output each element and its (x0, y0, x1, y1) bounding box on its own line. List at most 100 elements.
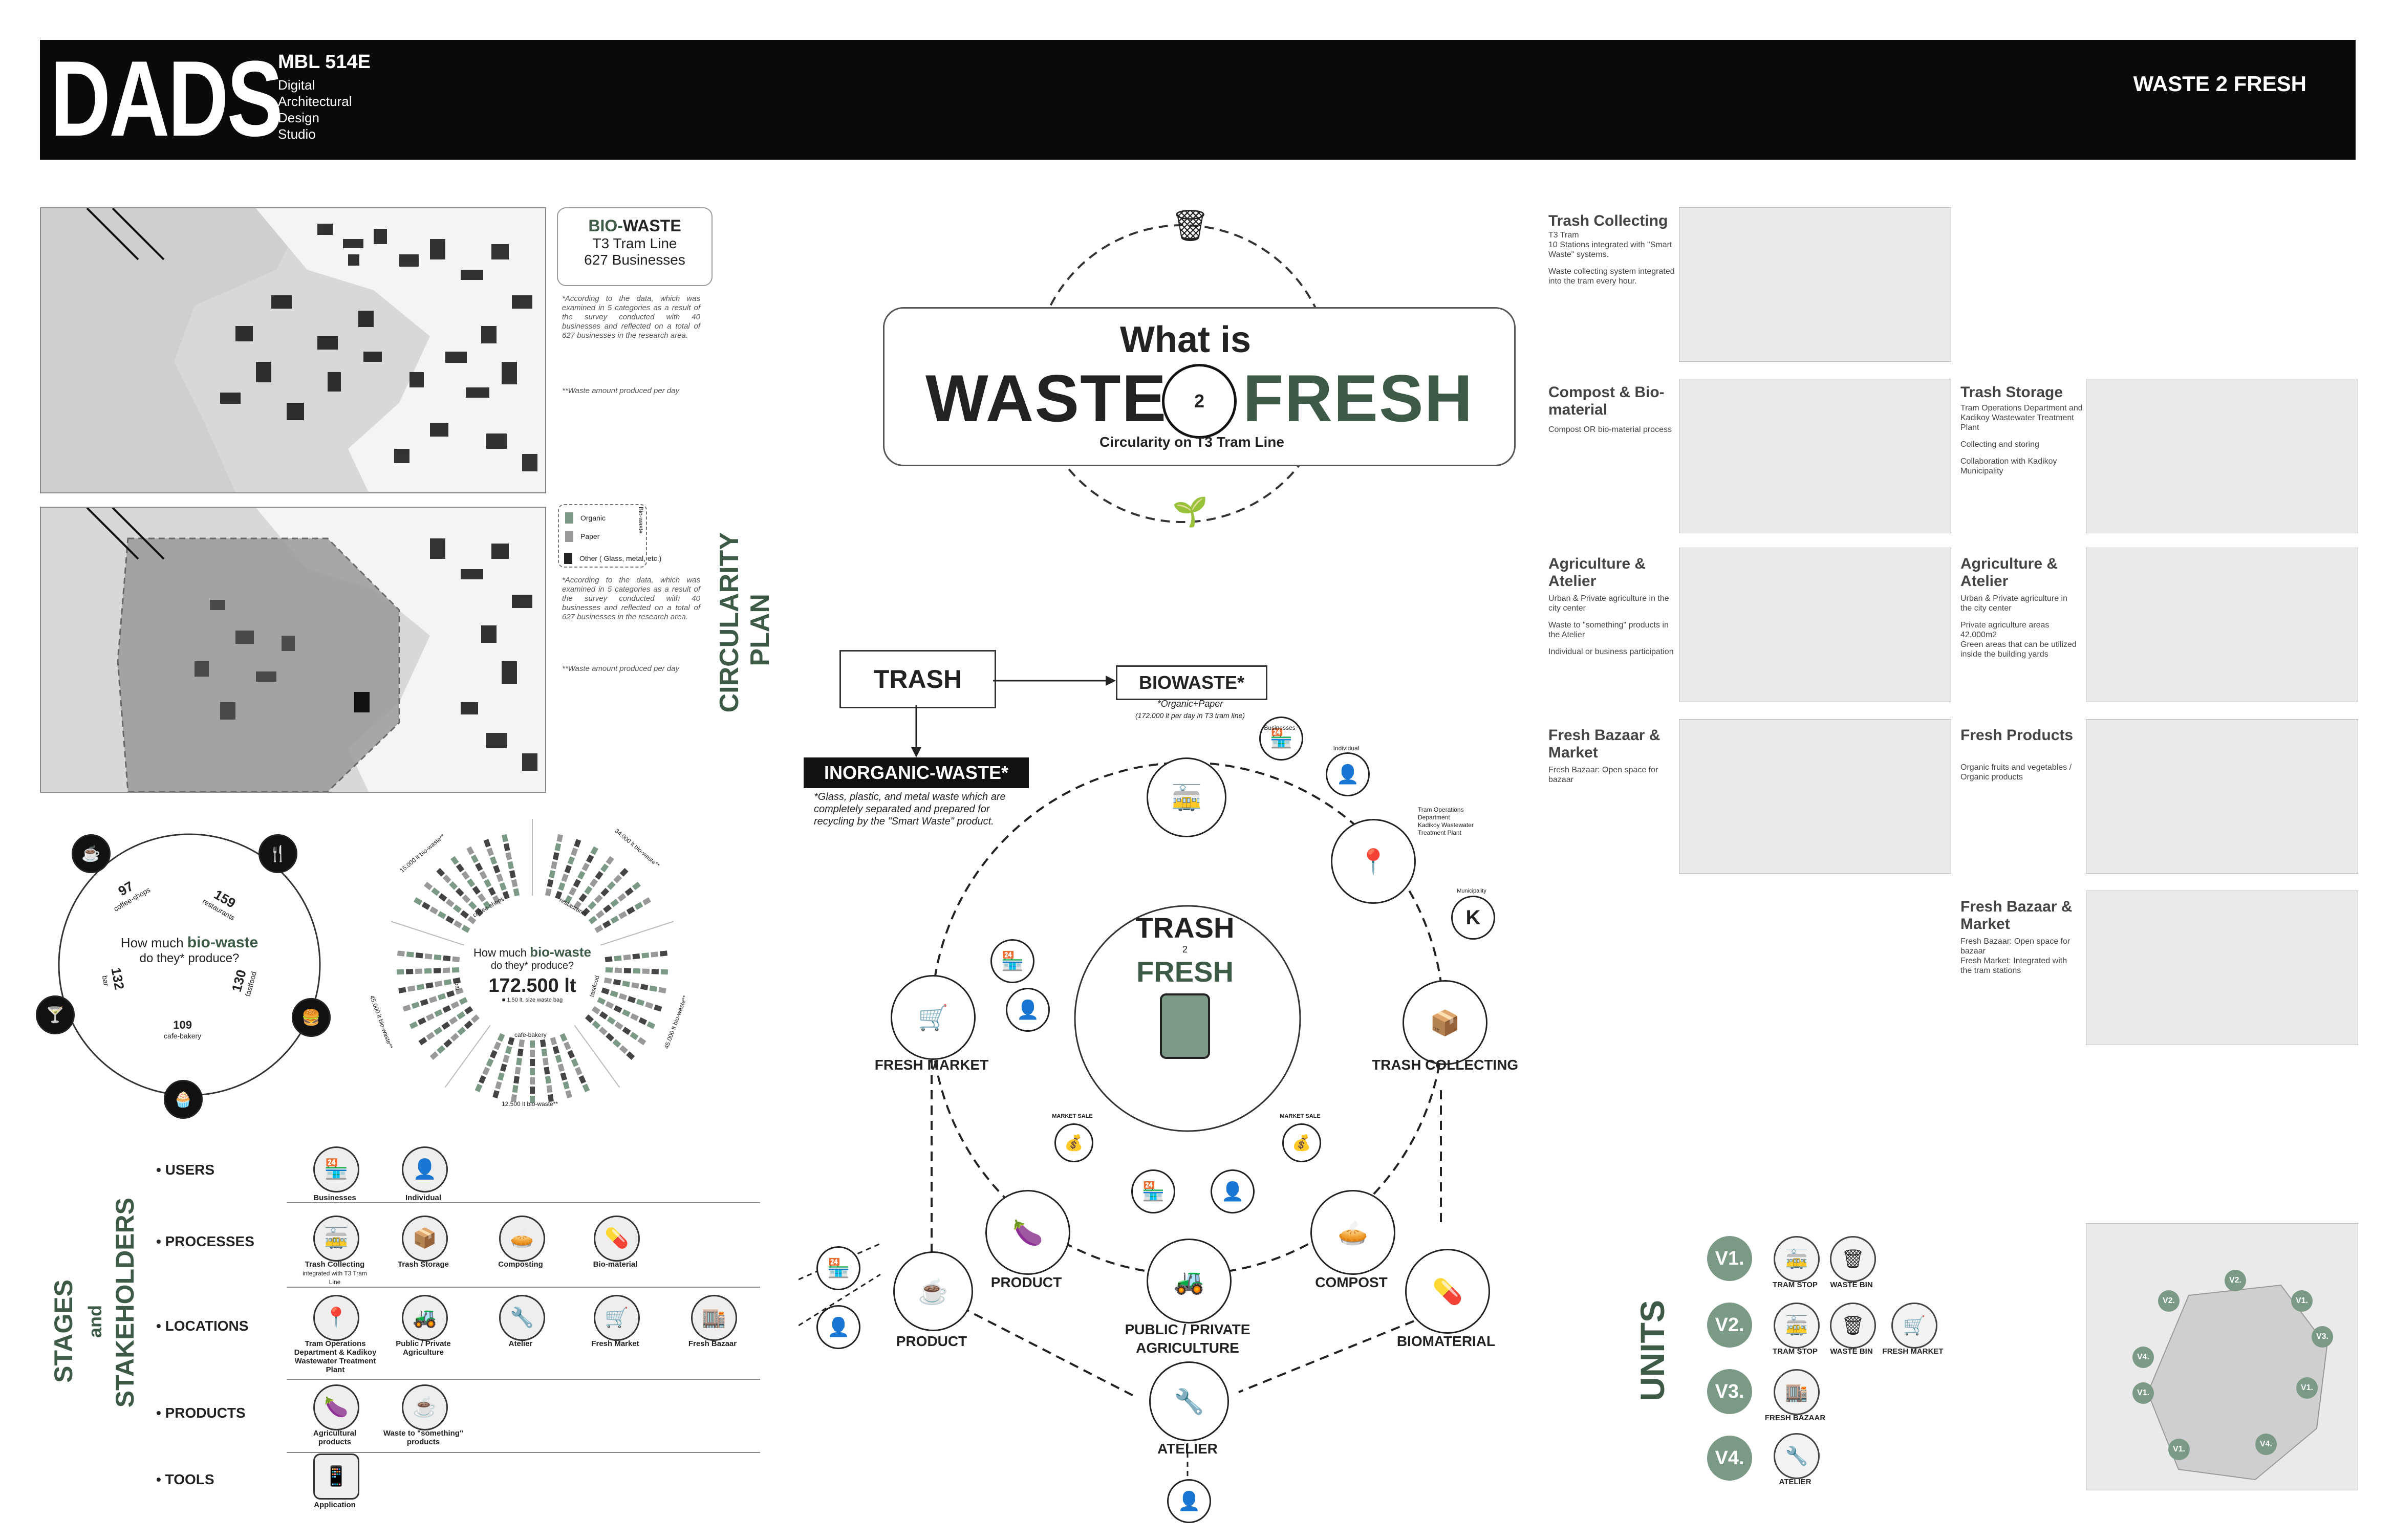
waste-bag-mark (578, 893, 587, 902)
waste-bag-mark (426, 1032, 435, 1040)
circularity-plan-label: CIRCULARITY PLAN (715, 532, 775, 713)
legend-note-1: *According to the data, which was examin… (562, 576, 700, 621)
waste-bag-mark (592, 1021, 601, 1029)
waste-bag-mark (516, 1057, 523, 1066)
waste-bag-mark (570, 848, 578, 856)
process-storage-label: Trash Storage (397, 1260, 449, 1269)
waste-bag-mark (610, 990, 618, 997)
unit-v2-market-label: FRESH MARKET (1882, 1347, 1944, 1356)
map-tag-v1-d: V1. (2168, 1439, 2190, 1460)
waste-bag-mark (530, 1059, 535, 1066)
waste-bag-mark (598, 1027, 608, 1035)
waste-bag-mark (561, 873, 569, 882)
biowaste-box-line2: 627 Businesses (584, 252, 685, 268)
waste-bag-mark (475, 1083, 483, 1093)
waste-bag-mark (457, 1027, 466, 1035)
waste-bag-mark (398, 987, 406, 993)
waste-bag-mark (429, 906, 439, 915)
waste-bag-mark (588, 916, 597, 924)
waste-bag-mark (396, 969, 404, 975)
waste-bag-mark (443, 1039, 452, 1048)
waste-bag-mark (642, 897, 651, 905)
waste-bag-mark (455, 987, 464, 995)
waste-bag-mark (507, 1037, 515, 1046)
map-storage (2086, 379, 2358, 533)
market-sale-a-label: MARKET SALE (1052, 1113, 1093, 1119)
waste-bag-mark (452, 904, 462, 913)
phone-logo-icon: 2 (1162, 364, 1237, 439)
waste-bag-mark (621, 1009, 631, 1017)
waste-bag-mark (606, 856, 614, 865)
waste-bag-mark (564, 865, 572, 874)
inorganic-note: *Glass, plastic, and metal waste which a… (814, 791, 1006, 827)
businesses-label: Businesses (1264, 724, 1296, 731)
waste-bag-mark (582, 1083, 590, 1093)
location-market-label: Fresh Market (591, 1339, 639, 1348)
waste-bag-mark (415, 968, 423, 974)
app-phone-icon (1160, 993, 1210, 1059)
waste-bag-mark (590, 846, 598, 855)
waste-bag-mark (617, 893, 627, 902)
waste-bag-mark (450, 856, 459, 865)
site-map-2-figure (86, 508, 545, 792)
waste-bag-mark (457, 1011, 466, 1020)
product-waste-icon: ☕ (402, 1384, 448, 1430)
process-biomaterial-icon: 💊 (594, 1216, 640, 1262)
waste-bag-mark (551, 861, 557, 870)
unit-v2-badge: V2. (1707, 1303, 1752, 1348)
waste-bag-mark (567, 1050, 575, 1059)
waste-bag-mark (605, 1001, 614, 1009)
flow-arrows (911, 676, 1116, 757)
map-tag-v2-b: V2. (2158, 1290, 2180, 1312)
process-storage-icon: 📦 (402, 1216, 448, 1262)
waste-bag-mark (597, 997, 606, 1005)
stage-dividers (287, 1202, 760, 1453)
waste-bag-mark (511, 1094, 517, 1102)
legend-organic: Organic (565, 512, 646, 524)
agri-business-icon: 🏪 (1131, 1169, 1175, 1213)
sector-divider (574, 1025, 620, 1088)
waste-bag-mark (614, 955, 622, 962)
waste-bag-mark (502, 834, 508, 842)
waste-bag-mark (502, 1054, 510, 1063)
waste-bag-mark (512, 1085, 519, 1093)
waste-bag-mark (428, 996, 438, 1003)
waste-bag-mark (497, 1033, 505, 1042)
units-title: UNITS (1633, 1300, 1671, 1401)
waste-bag-mark (634, 902, 643, 910)
cocktail-icon: 🍸 (36, 995, 75, 1034)
waste-bag-mark (558, 882, 566, 891)
stage-products: • PRODUCTS (156, 1405, 246, 1421)
location-atelier-label: Atelier (508, 1339, 533, 1348)
card-fresh-products-body: Organic fruits and vegetables / Organic … (1960, 763, 2072, 782)
waste-bag-mark (500, 1063, 507, 1072)
count-cafe-bakery: 109 cafe-bakery (164, 1018, 202, 1040)
waste-bag-mark (456, 863, 465, 873)
waste-bag-mark (626, 906, 635, 915)
waste-bag-mark (530, 1077, 535, 1084)
waste-bag-mark (483, 901, 491, 910)
unit-v3-bazaar-icon: 🏬 (1774, 1369, 1820, 1415)
waste-bag-mark (610, 916, 619, 924)
waste-bag-mark (645, 1002, 654, 1009)
municipality-icon: K (1451, 896, 1495, 940)
fork-knife-icon: 🍴 (258, 834, 297, 873)
waste-bag-mark (461, 925, 470, 933)
biomaterial-label: BIOMATERIAL (1396, 1333, 1496, 1349)
waste-bag-mark (435, 981, 443, 987)
stage-processes: • PROCESSES (156, 1233, 254, 1249)
unit-v4-atelier-label: ATELIER (1779, 1478, 1811, 1486)
stage-locations: • LOCATIONS (156, 1318, 249, 1334)
waste-bag-mark (602, 904, 612, 913)
header-bar: DADS MBL 514E Digital Architectural Desi… (40, 40, 2356, 160)
waste-bag-mark (505, 1046, 512, 1054)
waste-bag-mark (493, 865, 501, 874)
burger-icon: 🍔 (292, 998, 331, 1037)
waste-bag-mark (431, 887, 440, 896)
waste-bag-mark (418, 1037, 427, 1046)
waste-bag-mark (660, 969, 668, 975)
coffee-cup-icon: ☕ (72, 834, 111, 873)
